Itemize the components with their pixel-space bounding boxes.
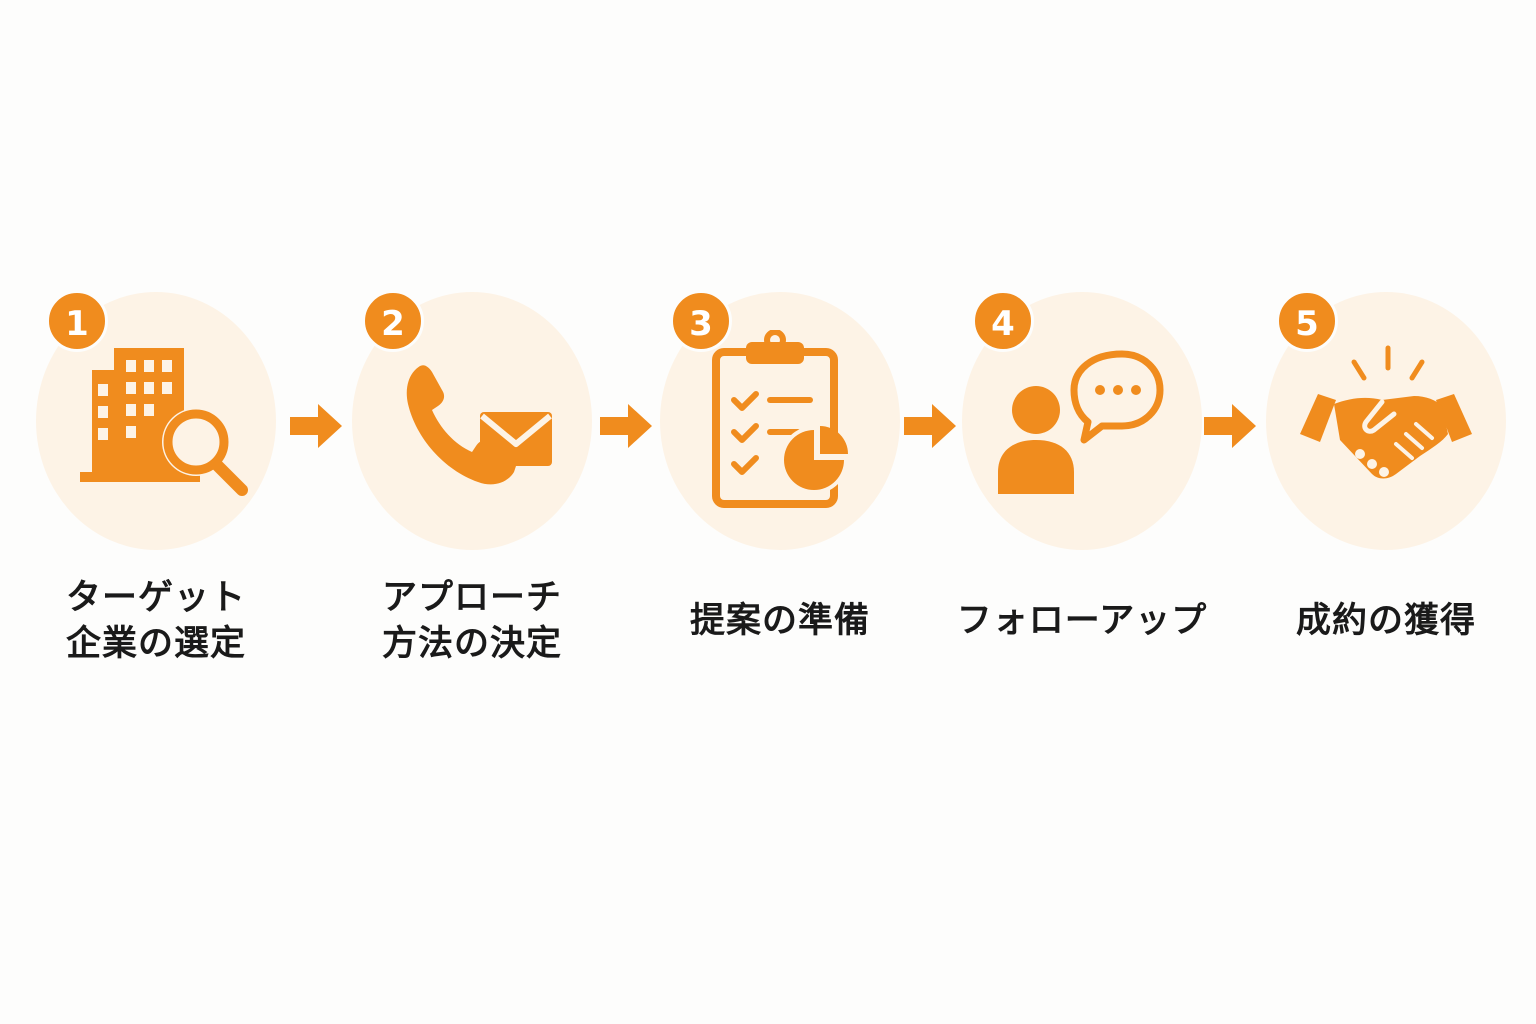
phone-mail-icon bbox=[392, 330, 572, 510]
step-label-line: フォローアップ bbox=[956, 601, 1208, 641]
building-search-icon bbox=[74, 330, 254, 510]
arrow-right-icon bbox=[1202, 400, 1258, 452]
step-label: 成約の獲得 bbox=[1246, 566, 1526, 676]
step-label: フォローアップ bbox=[942, 566, 1222, 676]
step-2: 2 アプローチ 方法の決定 bbox=[352, 0, 592, 1024]
step-number-badge: 3 bbox=[670, 290, 732, 352]
step-label-line: 成約の獲得 bbox=[1295, 601, 1476, 641]
clipboard-checklist-icon bbox=[702, 330, 882, 510]
step-3: 3 提案の準備 bbox=[660, 0, 900, 1024]
arrow-right-icon bbox=[598, 400, 654, 452]
step-label-line: アプローチ bbox=[381, 578, 562, 618]
step-label-line: ターゲット bbox=[65, 578, 246, 618]
step-label-line: 企業の選定 bbox=[65, 624, 246, 664]
handshake-icon bbox=[1296, 330, 1476, 510]
step-label-line: 提案の準備 bbox=[689, 601, 870, 641]
step-4: 4 フォローアップ bbox=[957, 0, 1206, 1024]
step-label: 提案の準備 bbox=[640, 566, 920, 676]
step-number-badge: 4 bbox=[972, 290, 1034, 352]
step-label-line: 方法の決定 bbox=[381, 624, 562, 664]
step-number-badge: 5 bbox=[1276, 290, 1338, 352]
person-speech-bubble-icon bbox=[992, 330, 1172, 510]
step-label: ターゲット 企業の選定 bbox=[16, 566, 296, 676]
step-number-badge: 1 bbox=[46, 290, 108, 352]
arrow-right-icon bbox=[288, 400, 344, 452]
step-number-badge: 2 bbox=[362, 290, 424, 352]
step-label: アプローチ 方法の決定 bbox=[332, 566, 612, 676]
step-1: 1 ターゲット bbox=[36, 0, 276, 1024]
step-5: 5 bbox=[1266, 0, 1506, 1024]
arrow-right-icon bbox=[902, 400, 958, 452]
